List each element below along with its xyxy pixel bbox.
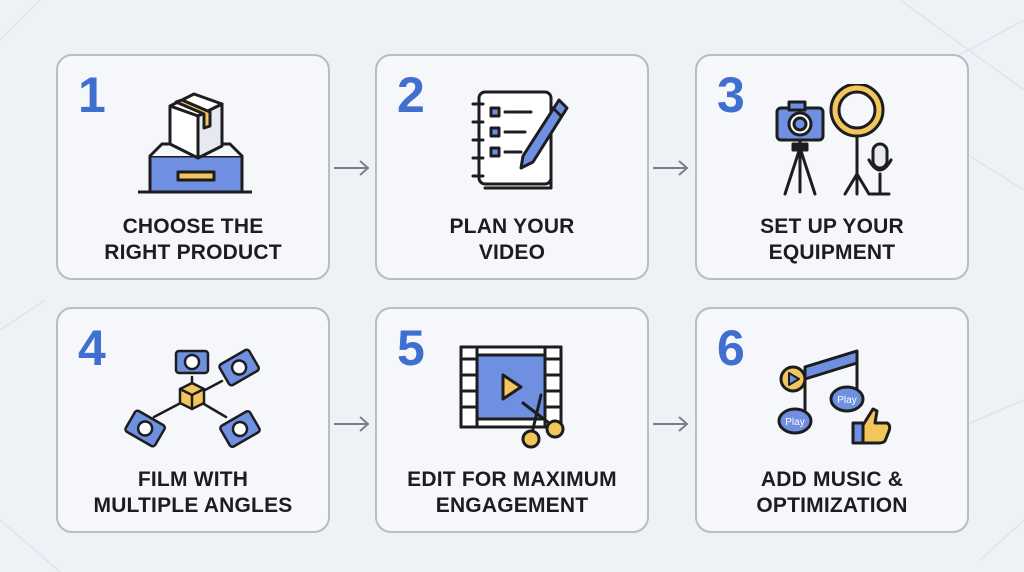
step-card-6: 6 Play Play ADD MUSIC & OPTIMIZATION: [695, 307, 969, 533]
step-card-5: 5 EDIT FOR MAXIMUM ENGAGEMENT: [375, 307, 649, 533]
step-number: 1: [78, 67, 106, 123]
step-title: PLAN YOUR VIDEO: [449, 215, 575, 264]
play-label: Play: [837, 395, 856, 406]
step-card-1: 1 CHOOSE THE RIGHT PRODUCT: [56, 54, 330, 280]
play-label: Play: [785, 417, 804, 428]
arrow-right-icon: [653, 160, 689, 176]
step-number: 3: [717, 67, 745, 123]
step-title: ADD MUSIC & OPTIMIZATION: [756, 468, 908, 517]
film-scissors-icon: [459, 345, 565, 449]
step-title: FILM WITH MULTIPLE ANGLES: [93, 468, 293, 517]
music-note-thumbs-up-icon: Play Play: [777, 349, 892, 445]
step-number: 6: [717, 320, 745, 376]
step-title: CHOOSE THE RIGHT PRODUCT: [104, 215, 282, 264]
step-title: SET UP YOUR EQUIPMENT: [760, 215, 904, 264]
step-number: 5: [397, 320, 425, 376]
multi-camera-angles-icon: [124, 348, 261, 449]
arrow-right-icon: [334, 416, 370, 432]
arrow-right-icon: [334, 160, 370, 176]
step-card-4: 4 FILM WITH MULTIPLE ANGLES: [56, 307, 330, 533]
arrow-right-icon: [653, 416, 689, 432]
camera-ring-light-mic-icon: [775, 84, 893, 196]
product-box-icon: [138, 92, 252, 194]
notebook-pen-icon: [471, 90, 569, 190]
step-number: 2: [397, 67, 425, 123]
step-card-2: 2 PLAN YOUR VIDEO: [375, 54, 649, 280]
step-card-3: 3 SET UP YOUR EQUIPMENT: [695, 54, 969, 280]
step-number: 4: [78, 320, 106, 376]
step-title: EDIT FOR MAXIMUM ENGAGEMENT: [407, 468, 617, 517]
